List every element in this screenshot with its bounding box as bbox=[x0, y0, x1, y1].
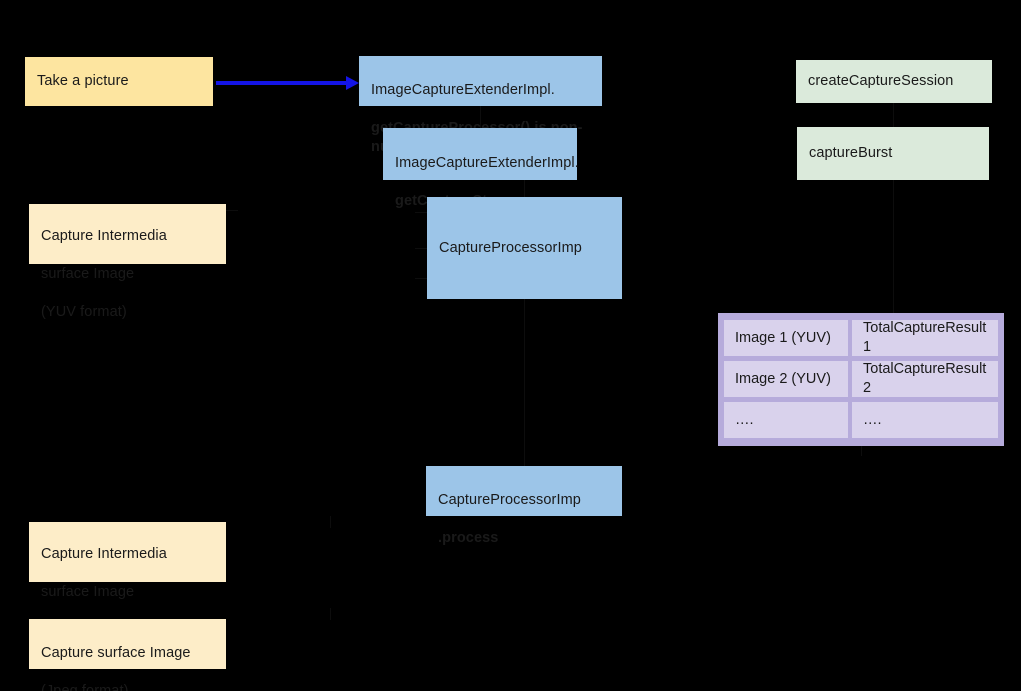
table-cell-image-label: …. bbox=[735, 411, 754, 428]
node-create-capture-session-label: createCaptureSession bbox=[808, 73, 954, 89]
table-cell-image-label: Image 1 (YUV) bbox=[735, 329, 831, 346]
table-cell-result[interactable]: TotalCaptureResult 2 bbox=[852, 361, 998, 397]
node-capture-processor-imp-label: CaptureProcessorImp bbox=[439, 239, 582, 256]
node-capture-intermedia-surface-image-top-label: Capture Intermedia surface Image (YUV fo… bbox=[29, 204, 226, 322]
get-capture-processor-line-1: ImageCaptureExtenderImpl. bbox=[371, 82, 555, 98]
connector-process-to-jpeg bbox=[330, 608, 331, 620]
table-cell-image[interactable]: Image 2 (YUV) bbox=[724, 361, 848, 397]
table-cell-image[interactable]: …. bbox=[724, 402, 848, 438]
table-cell-result-label: TotalCaptureResult 2 bbox=[863, 361, 987, 396]
connector-process-to-intermedia-bottom bbox=[330, 516, 331, 528]
get-capture-stages-line-1: ImageCaptureExtenderImpl. bbox=[395, 155, 579, 171]
arrow-shaft bbox=[216, 81, 347, 85]
capture-jpeg-line-1: Capture surface Image bbox=[41, 645, 191, 661]
intermedia-bottom-line-1: Capture Intermedia bbox=[41, 546, 167, 562]
intermedia-bottom-line-2: surface Image bbox=[41, 584, 135, 600]
table-cell-image-label: Image 2 (YUV) bbox=[735, 370, 831, 387]
connector-burst-to-result-table bbox=[893, 180, 894, 313]
node-get-capture-processor[interactable]: ImageCaptureExtenderImpl. getCaptureProc… bbox=[359, 56, 602, 155]
node-get-capture-stages[interactable]: ImageCaptureExtenderImpl. getCaptureStag… bbox=[383, 128, 579, 209]
node-capture-processor-imp[interactable]: CaptureProcessorImp bbox=[427, 197, 622, 299]
intermedia-top-line-3: (YUV format) bbox=[41, 304, 127, 320]
capture-processor-process-line-2: .process bbox=[438, 530, 499, 546]
intermedia-top-line-2: surface Image bbox=[41, 266, 135, 282]
node-capture-surface-image-jpeg-label: Capture surface Image (Jpeg format) bbox=[29, 619, 226, 691]
connector-processor-imp-left-1 bbox=[415, 212, 427, 213]
capture-result-table: Image 1 (YUV) TotalCaptureResult 1 Image… bbox=[718, 313, 1004, 446]
arrow-head-icon bbox=[346, 76, 359, 90]
capture-jpeg-line-2: (Jpeg format) bbox=[41, 683, 129, 691]
capture-processor-process-line-1: CaptureProcessorImp bbox=[438, 492, 581, 508]
node-capture-burst[interactable]: captureBurst bbox=[797, 127, 989, 180]
table-cell-result-label: TotalCaptureResult 1 bbox=[863, 320, 987, 355]
table-cell-image[interactable]: Image 1 (YUV) bbox=[724, 320, 848, 356]
node-capture-intermedia-surface-image-bottom[interactable]: Capture Intermedia surface Image (YUV fo… bbox=[29, 522, 226, 638]
node-capture-surface-image-jpeg[interactable]: Capture surface Image (Jpeg format) bbox=[29, 619, 226, 691]
intermedia-top-line-1: Capture Intermedia bbox=[41, 228, 167, 244]
connector-intermedia-top-horizontal bbox=[226, 210, 238, 211]
connector-stages-to-processor-imp bbox=[524, 180, 525, 197]
table-cell-result-label: …. bbox=[863, 411, 882, 428]
connector-session-to-burst bbox=[893, 103, 894, 127]
connector-processor-imp-left-3 bbox=[415, 278, 427, 279]
connector-processor-imp-to-process bbox=[524, 299, 525, 466]
node-create-capture-session[interactable]: createCaptureSession bbox=[796, 60, 992, 103]
table-cell-result[interactable]: …. bbox=[852, 402, 998, 438]
node-capture-processor-imp-process-label: CaptureProcessorImp .process bbox=[426, 466, 622, 548]
connector-result-table-to-process bbox=[861, 446, 862, 456]
table-cell-result[interactable]: TotalCaptureResult 1 bbox=[852, 320, 998, 356]
node-capture-burst-label: captureBurst bbox=[809, 145, 893, 161]
connector-processor-imp-left-2 bbox=[415, 248, 427, 249]
node-capture-intermedia-surface-image-top[interactable]: Capture Intermedia surface Image (YUV fo… bbox=[29, 204, 226, 320]
connector-capture-processor-to-stages bbox=[480, 106, 481, 128]
node-take-a-picture[interactable]: Take a picture bbox=[25, 57, 213, 106]
node-capture-processor-imp-process[interactable]: CaptureProcessorImp .process bbox=[426, 466, 622, 546]
node-take-a-picture-label: Take a picture bbox=[37, 73, 129, 89]
